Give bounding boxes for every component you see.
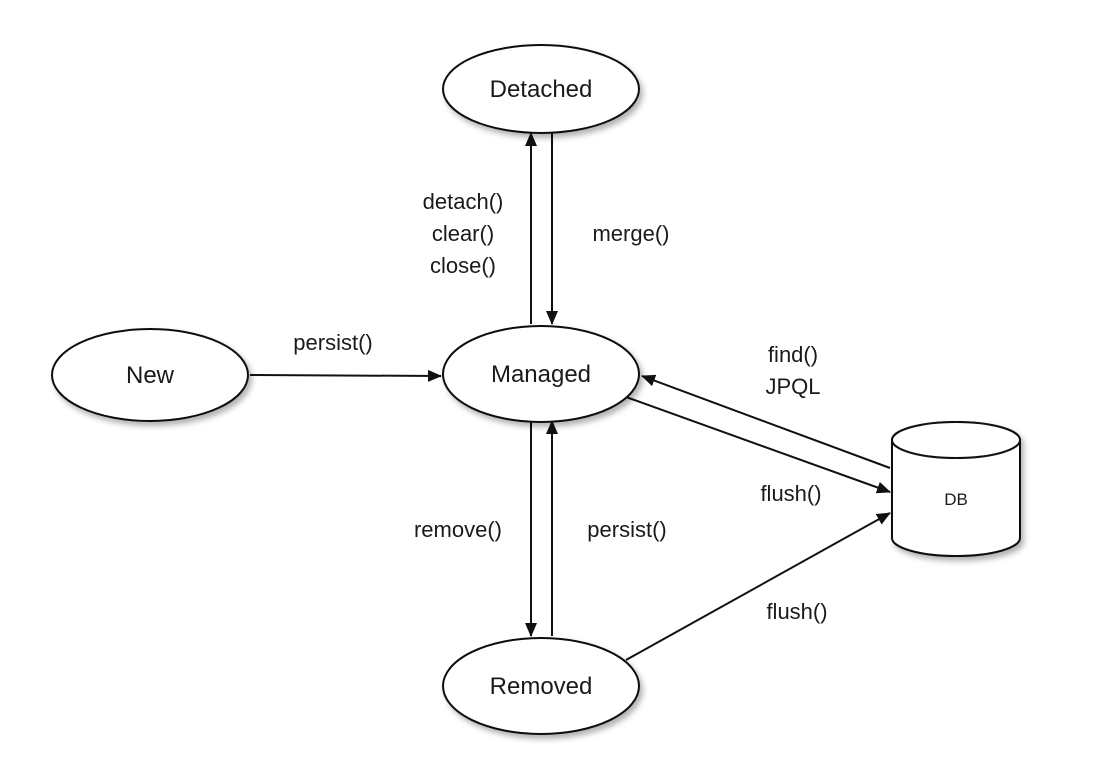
label-managed-to-db: flush() bbox=[760, 481, 821, 506]
state-new: New bbox=[51, 328, 249, 422]
label-managed-to-detached-line2: clear() bbox=[432, 221, 494, 246]
edge-managed-to-db bbox=[625, 396, 891, 494]
state-detached: Detached bbox=[442, 44, 640, 134]
label-managed-to-removed: remove() bbox=[414, 517, 502, 542]
db-label: DB bbox=[944, 490, 968, 509]
label-managed-to-detached-line3: close() bbox=[430, 253, 496, 278]
edge-removed-to-db bbox=[625, 512, 891, 661]
edge-db-to-managed bbox=[641, 374, 891, 469]
state-managed-label: Managed bbox=[491, 361, 591, 388]
label-detached-to-managed: merge() bbox=[592, 221, 669, 246]
label-managed-to-detached-line1: detach() bbox=[423, 189, 504, 214]
label-db-to-managed-line2: JPQL bbox=[765, 374, 820, 399]
label-removed-to-db: flush() bbox=[766, 599, 827, 624]
state-removed-label: Removed bbox=[490, 673, 593, 700]
label-removed-to-managed: persist() bbox=[587, 517, 666, 542]
label-db-to-managed-line1: find() bbox=[768, 342, 818, 367]
edge-new-to-managed bbox=[249, 369, 442, 382]
state-new-label: New bbox=[126, 362, 175, 389]
label-new-to-managed: persist() bbox=[293, 330, 372, 355]
state-managed: Managed bbox=[442, 325, 640, 423]
state-detached-label: Detached bbox=[490, 76, 593, 103]
db-cylinder: DB bbox=[891, 421, 1021, 557]
state-removed: Removed bbox=[442, 637, 640, 735]
